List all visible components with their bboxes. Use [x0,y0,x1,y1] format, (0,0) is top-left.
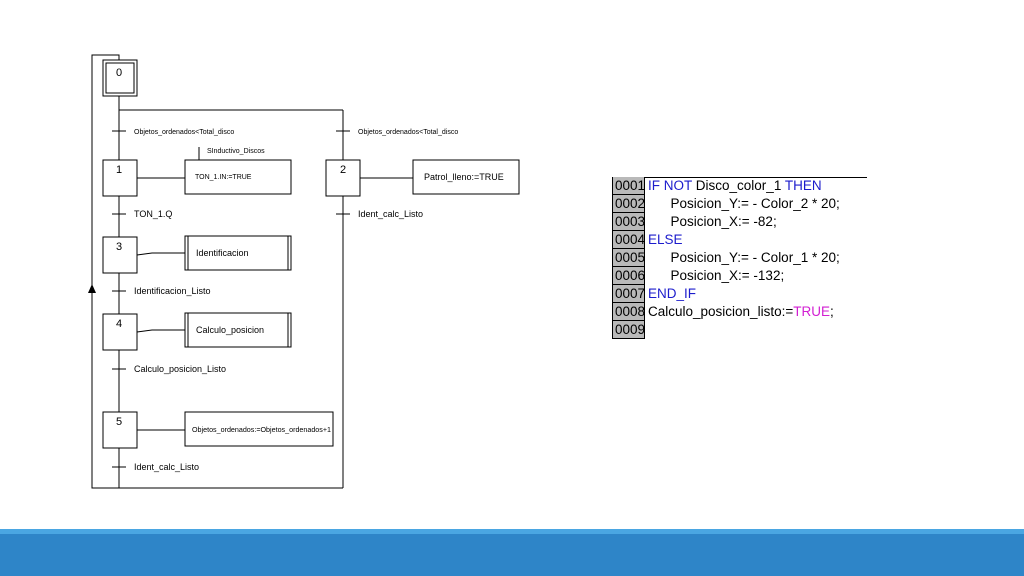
step-1-action-box [184,159,292,195]
line-number: 0004 [612,231,645,249]
line-number: 0002 [612,195,645,213]
code-line: 0004 ELSE [612,231,868,249]
code-text: Posicion_Y:= - Color_2 * 20; [648,196,840,211]
semicolon: ; [829,304,834,319]
step-1-qualifier-label: SInductivo_Discos [207,148,265,155]
line-number: 0001 [612,177,645,195]
step-0-label: 0 [116,67,122,79]
line-number: 0007 [612,285,645,303]
code-text: Posicion_Y:= - Color_1 * 20; [648,250,840,265]
loop-back-line [91,54,120,489]
grafcet-diagram: 0 1 2 3 4 5 Objetos_ordenados<Total_disc… [88,54,520,489]
line-number: 0008 [612,303,645,321]
step-3-label: 3 [116,241,122,253]
step-1-action-label: TON_1.IN:=TRUE [195,174,252,181]
line-number: 0005 [612,249,645,267]
line-number: 0003 [612,213,645,231]
step-1-label: 1 [116,164,122,176]
code-text: Posicion_X:= -132; [648,268,785,283]
code-line: 0005 Posicion_Y:= - Color_1 * 20; [612,249,868,267]
code-top-rule [645,177,867,178]
keyword-else: ELSE [648,232,683,247]
step-4-action-box [184,312,292,348]
transition-label-4-5: Calculo_posicion_Listo [134,364,226,374]
step-4-action-label: Calculo_posicion [196,325,264,335]
step-5-action-box [184,411,334,447]
step-3-action-label: Identificacion [196,248,249,258]
code-line: 0003 Posicion_X:= -82; [612,213,868,231]
code-line: 0009 [612,321,868,339]
step-2-action-label: Patrol_lleno:=TRUE [424,172,504,182]
code-text: IF NOT Disco_color_1 THEN [645,177,822,195]
line-number: 0009 [612,321,645,339]
step-5-action-label: Objetos_ordenados:=Objetos_ordenados+1 [192,427,331,434]
footer-band [0,529,1024,576]
transition-label-1-3: TON_1.Q [134,209,172,219]
loop-arrow-icon [88,284,96,293]
code-text: Posicion_X:= -82; [648,214,777,229]
literal-true: TRUE [793,304,830,319]
footer-band-highlight [0,529,1024,534]
keyword-if: IF [648,178,660,193]
keyword-not: NOT [663,178,693,193]
transition-label-2-0: Ident_calc_Listo [358,209,423,219]
step-5-label: 5 [116,416,122,428]
assignment-text: Calculo_posicion_listo:= [648,304,794,319]
code-line: 0002 Posicion_Y:= - Color_2 * 20; [612,195,868,213]
condition-var: Disco_color_1 [692,178,785,193]
code-text: Calculo_posicion_listo:=TRUE; [645,303,834,321]
step-3-action-box [184,235,292,271]
code-line: 0006 Posicion_X:= -132; [612,267,868,285]
keyword-end-if: END_IF [648,286,697,301]
transition-label-3-4: Identificacion_Listo [134,286,211,296]
keyword-then: THEN [784,178,822,193]
transition-label-5-0: Ident_calc_Listo [134,462,199,472]
code-line: 0008 Calculo_posicion_listo:=TRUE; [612,303,868,321]
code-text [645,321,648,339]
transition-label-0-1: Objetos_ordenados<Total_disco [134,129,234,136]
code-line: 0007 END_IF [612,285,868,303]
step-0-box [102,59,138,97]
transition-label-0-2: Objetos_ordenados<Total_disco [358,129,458,136]
step-2-action-box [412,159,520,195]
code-panel: 0001 IF NOT Disco_color_1 THEN 0002 Posi… [612,177,868,339]
step-4-label: 4 [116,318,122,330]
step-2-label: 2 [340,164,346,176]
code-line: 0001 IF NOT Disco_color_1 THEN [612,177,868,195]
line-number: 0006 [612,267,645,285]
step-0-inner-box [105,62,135,94]
